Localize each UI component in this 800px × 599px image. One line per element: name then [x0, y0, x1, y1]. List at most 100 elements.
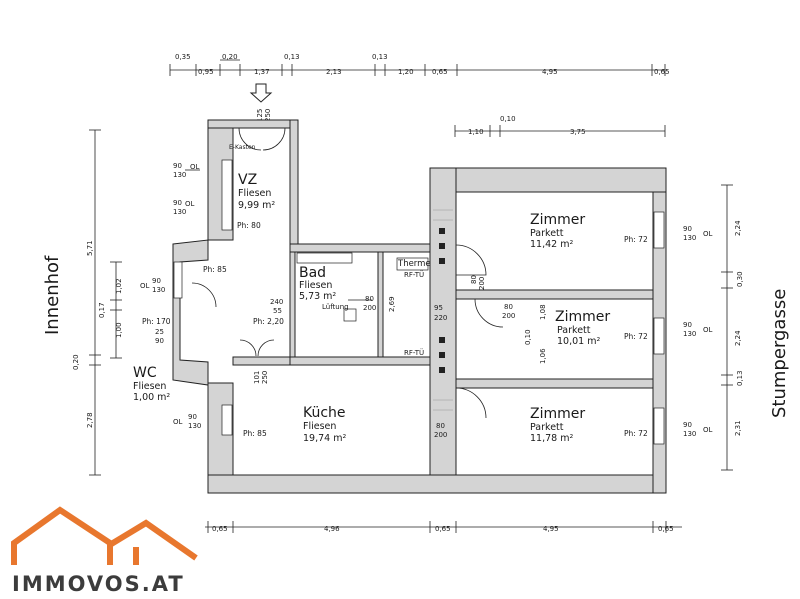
room-wc-area: 1,00 m²: [133, 392, 170, 403]
dim-left-1: 5,71: [86, 240, 94, 256]
olw-r1-h: 130: [683, 234, 696, 242]
room-zimmer2-floor: Parkett: [557, 325, 591, 336]
e-kasten-label: E-Kasten: [229, 144, 256, 151]
room-zimmer2-name: Zimmer: [555, 309, 610, 325]
room-zimmer3-ph: Ph: 72: [624, 429, 648, 438]
dim-door-z3-2: 200: [434, 431, 447, 439]
dim-wc-2: 90: [155, 337, 164, 345]
ol-l4: OL: [173, 418, 183, 426]
room-zimmer2-ph: Ph: 72: [624, 332, 648, 341]
dim-top-5: 0,65: [432, 68, 448, 76]
dim-door-z2-2: 200: [502, 312, 515, 320]
room-zimmer3-area: 11,78 m²: [530, 433, 573, 444]
dim-door-k-1: 101: [253, 371, 261, 384]
dim-top-4: 1,20: [398, 68, 414, 76]
dim-bad-height: 2,69: [388, 296, 396, 312]
room-kueche-floor: Fliesen: [303, 421, 336, 432]
dim-door-c-1: 95: [434, 304, 443, 312]
bottom-dimension-lines: [205, 521, 682, 533]
ol-l3: OL: [140, 282, 150, 290]
ol-r1: OL: [703, 230, 713, 238]
dim-door-z1-2: 200: [478, 277, 486, 290]
dim-bottom-1: 0,65: [212, 525, 228, 533]
room-zimmer3-name: Zimmer: [530, 406, 585, 422]
olw-l3-w: 90: [152, 277, 161, 285]
room-zimmer3-floor: Parkett: [530, 422, 564, 433]
dim-bottom-4: 4,95: [543, 525, 559, 533]
dim-door-entry-1: 125: [256, 109, 264, 122]
top-dimension-lines: [169, 59, 666, 137]
olw-l4-h: 130: [188, 422, 201, 430]
olw-r2-w: 90: [683, 321, 692, 329]
room-vz-floor: Fliesen: [238, 188, 271, 199]
dim-left-2: 0,20: [72, 354, 80, 370]
room-zimmer1-floor: Parkett: [530, 228, 564, 239]
rf-tuer-label-2: RF-TÜ: [404, 348, 424, 357]
dim-left-5: 1,02: [115, 278, 123, 294]
rf-tuer-label-1: RF-TÜ: [404, 270, 424, 279]
dim-door-z1-1: 80: [470, 275, 478, 284]
dim-wc-1: 25: [155, 328, 164, 336]
olw-l2-w: 90: [173, 199, 182, 207]
room-wc-ph: Ph: 170: [142, 317, 171, 326]
doors: [191, 127, 504, 419]
side-label-stumpergasse: Stumpergasse: [769, 289, 790, 418]
olw-r3-h: 130: [683, 430, 696, 438]
room-bad-area: 5,73 m²: [299, 291, 336, 302]
dim-z2-b: 1,08: [539, 304, 547, 320]
ol-r3: OL: [703, 426, 713, 434]
room-zimmer2-area: 10,01 m²: [557, 336, 600, 347]
dim-top-6: 4,95: [542, 68, 558, 76]
room-kueche-name: Küche: [303, 405, 346, 421]
olw-l1-h: 130: [173, 171, 186, 179]
dim-right-3: 2,24: [734, 330, 742, 346]
dim-bottom-3: 0,65: [435, 525, 451, 533]
dim-left-4: 0,17: [98, 302, 106, 318]
dim-door-k-2: 250: [261, 371, 269, 384]
therme-label: Therme: [397, 259, 431, 269]
dim-z2-c: 1,06: [539, 348, 547, 364]
dim-top-small-4: 0,13: [372, 53, 388, 61]
ol-l2: OL: [185, 200, 195, 208]
room-zimmer1-area: 11,42 m²: [530, 239, 573, 250]
dim-right-4: 0,13: [736, 370, 744, 386]
olw-r1-w: 90: [683, 225, 692, 233]
dim-mid-1: 0,10: [500, 115, 516, 123]
dim-top-2: 1,37: [254, 68, 270, 76]
dim-right-5: 2,31: [734, 420, 742, 436]
room-zimmer1-name: Zimmer: [530, 212, 585, 228]
dim-mid-3: 3,75: [570, 128, 586, 136]
olw-r3-w: 90: [683, 421, 692, 429]
dim-mid-2: 1,10: [468, 128, 484, 136]
dim-door-bad-2: 200: [363, 304, 376, 312]
room-bad-name: Bad: [299, 265, 326, 281]
dim-right-1: 2,24: [734, 220, 742, 236]
dim-door-bad-1: 80: [365, 295, 374, 303]
room-kueche-ph: Ph: 85: [243, 429, 267, 438]
dim-opening-1: 240: [270, 298, 283, 306]
dim-top-7: 0,65: [654, 68, 670, 76]
dim-left-3: 2,78: [86, 412, 94, 428]
olw-l4-w: 90: [188, 413, 197, 421]
corridor-ph: Ph: 85: [203, 265, 227, 274]
shaft-markers: [439, 228, 445, 373]
dim-door-z3-1: 80: [436, 422, 445, 430]
entrance-arrow-icon: [249, 83, 273, 103]
right-dimension-lines: [721, 184, 733, 471]
window-markers: [173, 159, 665, 445]
olw-l2-h: 130: [173, 208, 186, 216]
dim-right-2: 0,30: [736, 271, 744, 287]
lueftung-label: Lüftung: [322, 303, 349, 311]
dim-opening-2: 55: [273, 307, 282, 315]
dim-door-z2-1: 80: [504, 303, 513, 311]
dim-top-small-3: 0,13: [284, 53, 300, 61]
dim-door-c-2: 220: [434, 314, 447, 322]
olw-l3-h: 130: [152, 286, 165, 294]
immovos-logo: IMMOVOS.AT: [11, 506, 198, 596]
dim-door-entry-2: 250: [264, 109, 272, 122]
olw-r2-h: 130: [683, 330, 696, 338]
dim-top-3: 2,13: [326, 68, 342, 76]
dim-z2-a: 0,10: [524, 329, 532, 345]
left-dimension-lines: [89, 129, 122, 476]
